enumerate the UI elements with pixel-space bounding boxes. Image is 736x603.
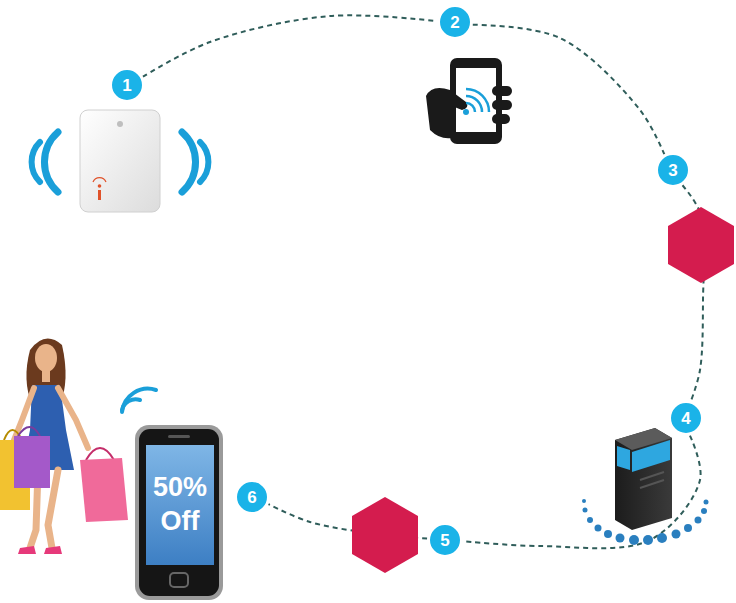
callout-circle: 6 bbox=[235, 480, 269, 514]
server-slot bbox=[640, 480, 664, 488]
server-panel bbox=[617, 446, 630, 470]
shoe bbox=[18, 546, 36, 554]
shopper-figure bbox=[0, 339, 128, 554]
callout-circle: 4 bbox=[669, 401, 703, 435]
phone-body bbox=[139, 429, 219, 596]
wifi-dot bbox=[463, 109, 469, 115]
callout-number: 4 bbox=[681, 410, 690, 427]
neck bbox=[42, 370, 50, 382]
callout-number: 3 bbox=[668, 162, 677, 179]
callout-circle: 3 bbox=[656, 153, 690, 187]
beacon-body bbox=[80, 110, 160, 212]
finger bbox=[492, 114, 510, 124]
hexagon bbox=[352, 497, 418, 573]
signal-wave bbox=[122, 389, 156, 412]
beacon-logo bbox=[98, 184, 102, 188]
hexagon bbox=[668, 207, 734, 283]
server-slot bbox=[640, 472, 664, 480]
offer-text: 50% Off bbox=[150, 471, 210, 539]
finger bbox=[492, 86, 512, 96]
signal-wave bbox=[44, 132, 58, 192]
phone-screen bbox=[146, 445, 214, 565]
callout-circle: 2 bbox=[438, 5, 472, 39]
hand-phone-icon bbox=[426, 58, 512, 144]
phone-screen-box: 50% Off bbox=[146, 445, 214, 565]
signal-wave bbox=[200, 142, 208, 182]
bag-handle bbox=[86, 448, 114, 460]
wifi-arc bbox=[466, 89, 489, 112]
phone-frame bbox=[135, 425, 223, 600]
wifi-arc bbox=[466, 96, 482, 112]
signal-wave bbox=[32, 142, 40, 182]
shopping-bag bbox=[14, 436, 50, 488]
callout-circle: 5 bbox=[428, 523, 462, 557]
dashed-connector bbox=[143, 15, 437, 76]
beacon-logo bbox=[98, 190, 101, 200]
hand bbox=[426, 88, 467, 138]
beacon-logo bbox=[93, 178, 106, 182]
signal-wave bbox=[182, 132, 196, 192]
server-icon bbox=[582, 428, 709, 545]
arm bbox=[58, 388, 88, 448]
callout-number: 6 bbox=[247, 489, 256, 506]
server-body bbox=[615, 428, 672, 530]
beacon-hole bbox=[117, 121, 123, 127]
home-button bbox=[170, 573, 188, 587]
phone-speaker bbox=[168, 435, 190, 438]
callout-number: 2 bbox=[450, 14, 459, 31]
head bbox=[35, 344, 57, 372]
callout-circle: 1 bbox=[110, 68, 144, 102]
callout-number: 1 bbox=[122, 77, 131, 94]
bag-handle bbox=[18, 427, 40, 436]
finger bbox=[492, 100, 512, 110]
wifi-arc bbox=[466, 103, 475, 112]
shoe bbox=[44, 546, 62, 554]
smartphone bbox=[122, 389, 223, 600]
shopping-bag bbox=[80, 458, 128, 522]
callout-number: 5 bbox=[440, 532, 449, 549]
server-panel bbox=[632, 440, 670, 472]
beacon-device bbox=[32, 110, 209, 212]
